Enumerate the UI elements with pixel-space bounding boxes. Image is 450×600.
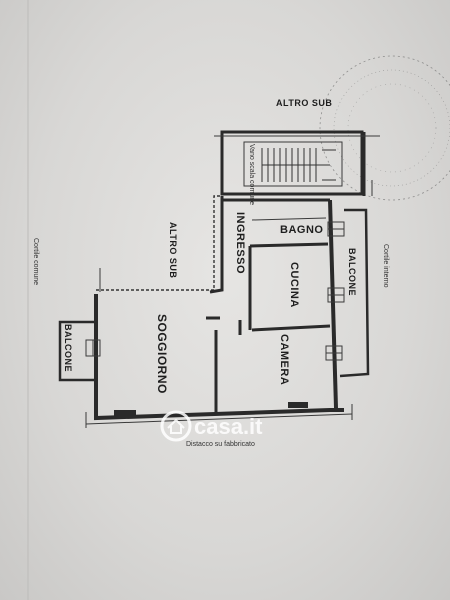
room-label-bagno: BAGNO xyxy=(280,224,323,236)
room-label-ingresso: INGRESSO xyxy=(234,212,246,274)
apartment-walls xyxy=(85,196,345,421)
watermark-text: casa.it xyxy=(194,414,263,439)
stair-block xyxy=(220,130,366,196)
dashed-boundary xyxy=(96,195,220,291)
label-distacco: Distacco su fabbricato xyxy=(186,441,255,448)
room-label-balcone-right: BALCONE xyxy=(347,248,357,296)
room-label-cucina: CUCINA xyxy=(288,262,300,308)
casa-it-watermark: casa.it xyxy=(160,410,263,442)
tree-symbol xyxy=(319,55,450,201)
label-vano-scala: Vano scala comune xyxy=(248,144,255,205)
label-cortile-comune: Cortile comune xyxy=(32,238,39,285)
room-label-camera: CAMERA xyxy=(278,334,290,385)
label-altro-sub-left: ALTRO SUB xyxy=(168,222,178,278)
room-label-balcone-left: BALCONE xyxy=(63,324,73,372)
label-altro-sub-top: ALTRO SUB xyxy=(276,98,332,108)
bottom-boundary xyxy=(85,413,353,425)
room-label-soggiorno: SOGGIORNO xyxy=(155,314,169,394)
balcony-right xyxy=(339,208,370,378)
label-cortile-interno: Cortile interno xyxy=(382,244,389,288)
balcony-left xyxy=(58,320,96,382)
